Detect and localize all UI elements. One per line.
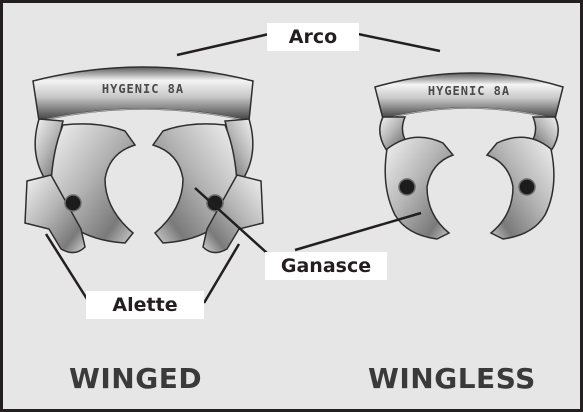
arch-label: Arco (267, 23, 359, 51)
arch-leader-left (176, 32, 270, 57)
winged-engraving: HYGENIC 8A (102, 82, 184, 96)
winged-caption: WINGED (69, 362, 203, 395)
wingless-engraving: HYGENIC 8A (428, 84, 510, 98)
winged-clamp: HYGENIC 8A (24, 66, 264, 254)
clamp-illustration: HYGENIC 8A HYGENIC 8A (24, 32, 564, 304)
jaws-leader-left (194, 187, 268, 254)
wings-leader-right (202, 243, 241, 304)
leader-lines (44, 32, 441, 304)
jaws-label: Ganasce (265, 252, 387, 280)
wingless-left-jaw (384, 136, 455, 240)
wings-leader-left (44, 233, 89, 300)
winged-right-wing (202, 174, 264, 254)
wings-label: Alette (86, 291, 204, 319)
arch-leader-right (357, 32, 441, 53)
winged-left-wing (24, 174, 86, 254)
wingless-caption: WINGLESS (368, 362, 536, 395)
wingless-clamp: HYGENIC 8A (374, 72, 564, 240)
jaws-leader-right (294, 211, 422, 252)
